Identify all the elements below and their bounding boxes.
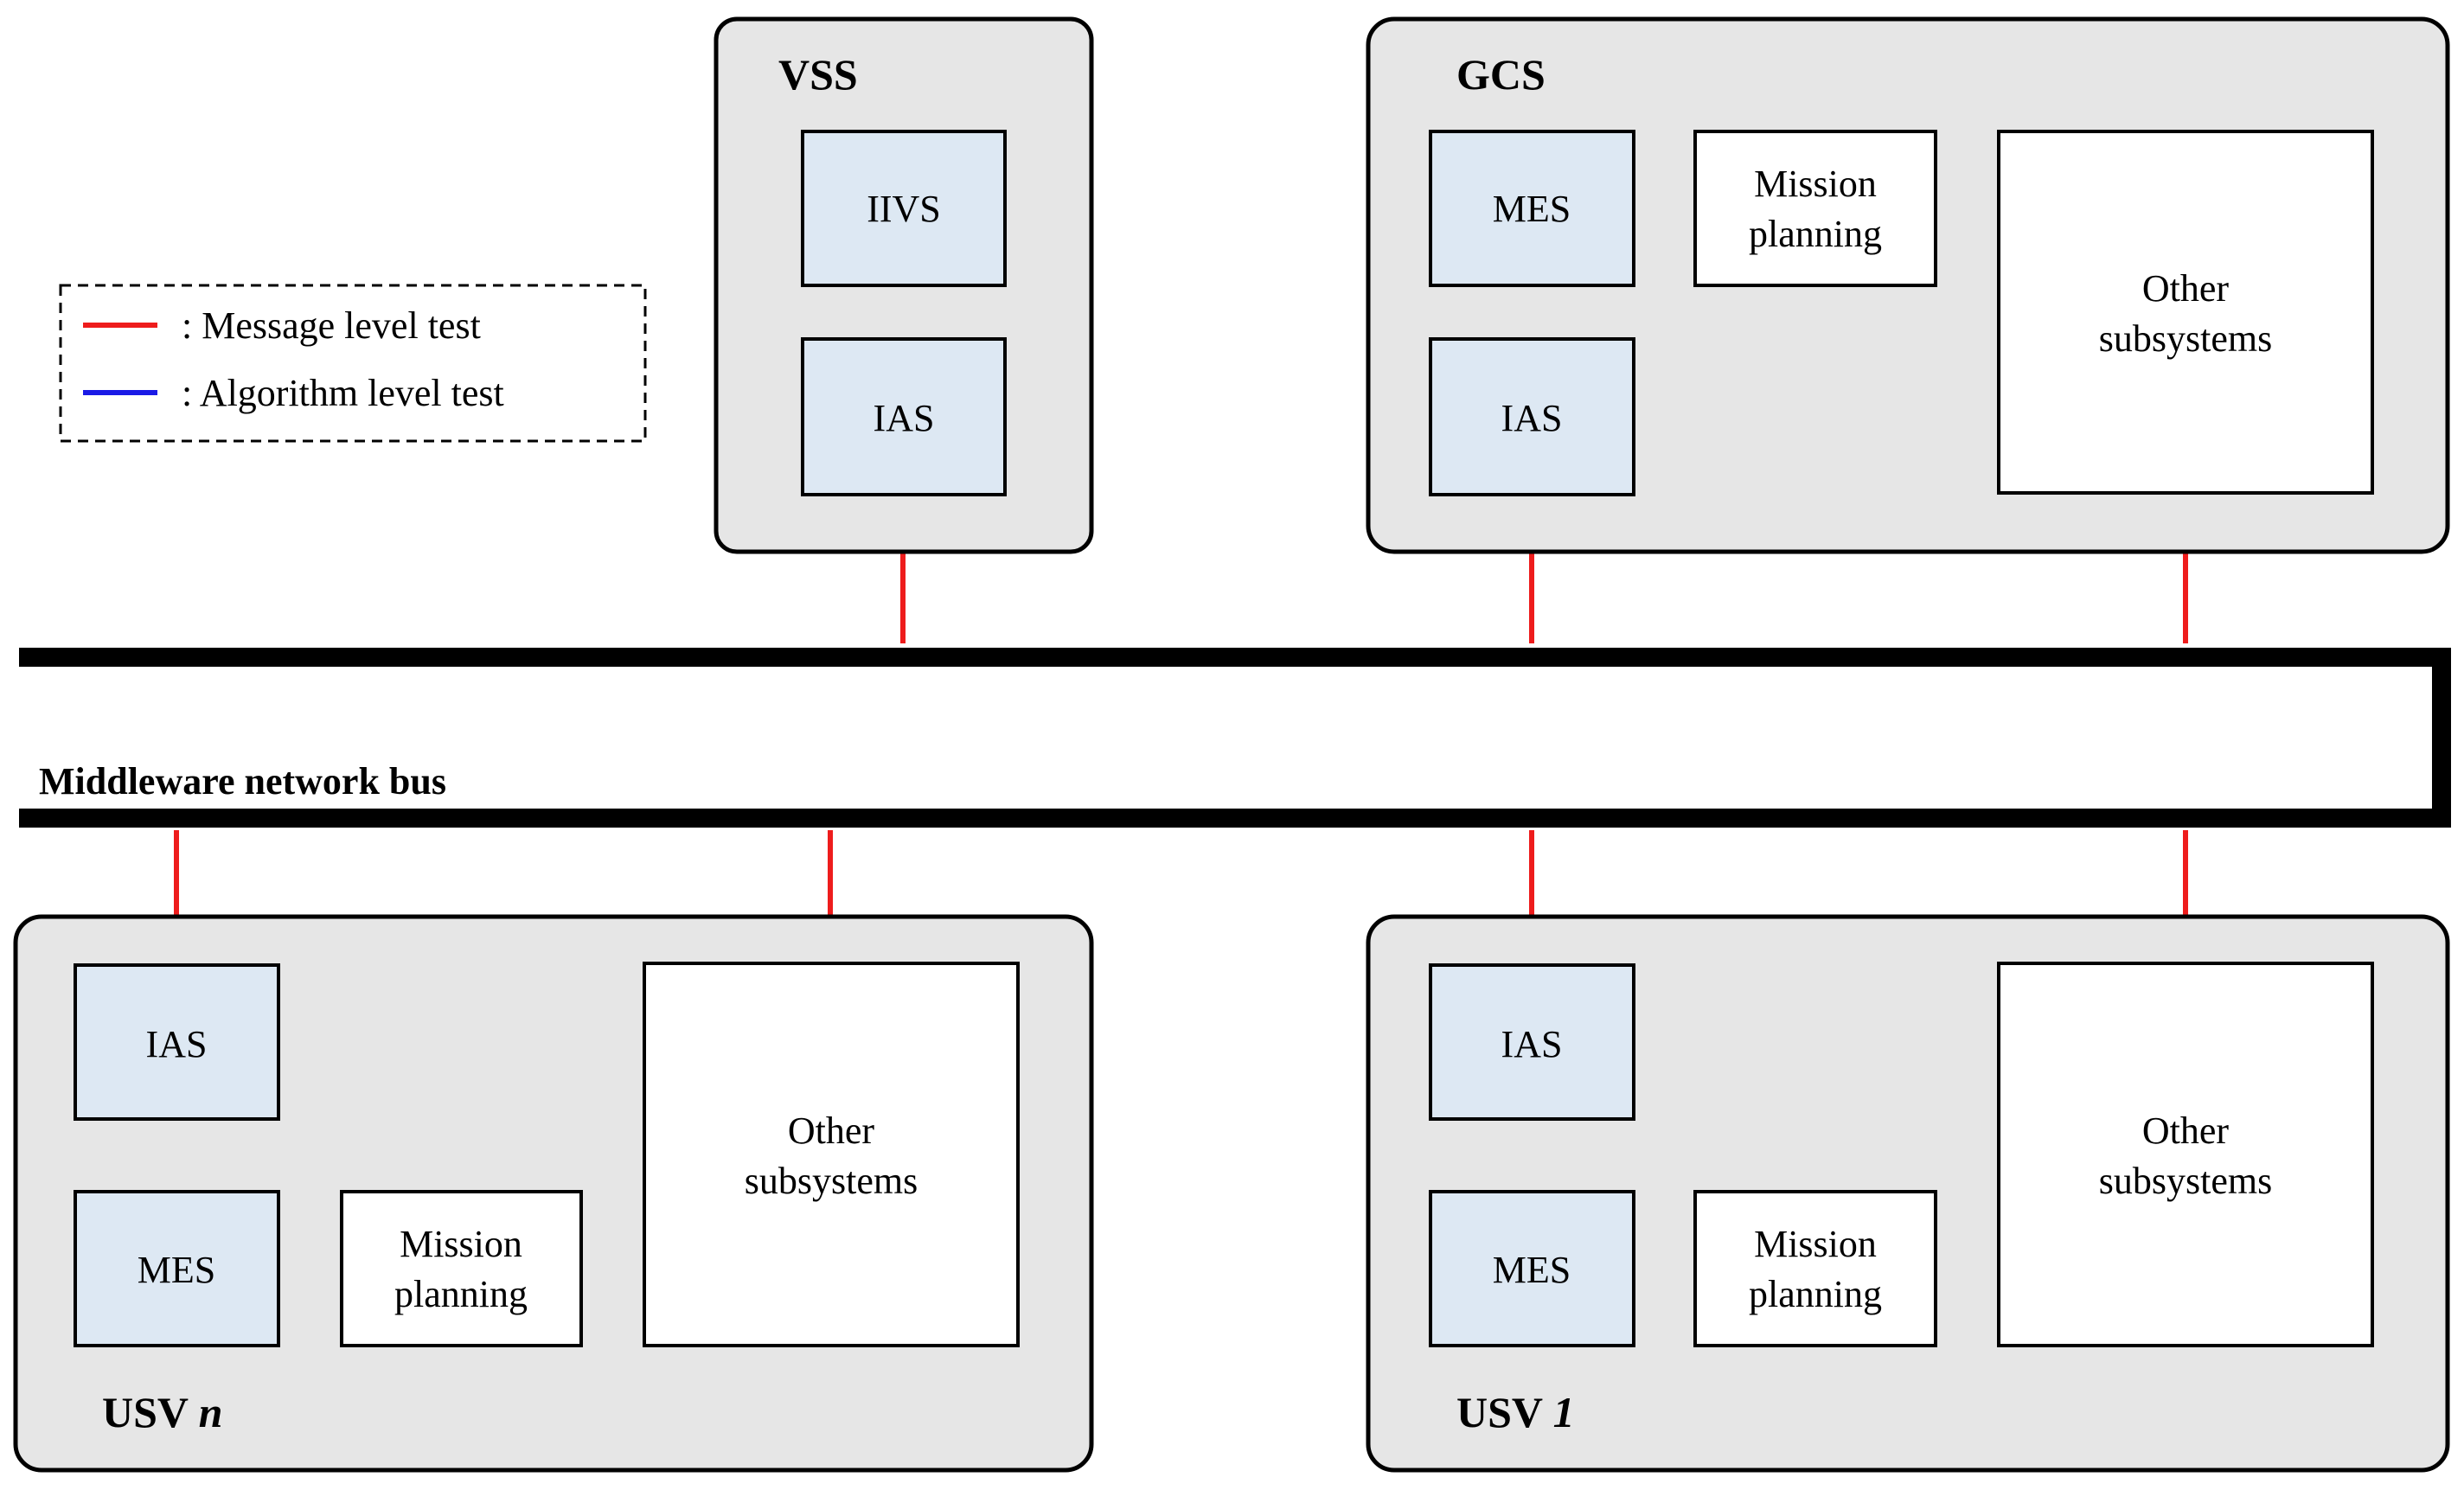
vss-ias-box: [801, 337, 1007, 496]
bus-outline: [19, 648, 2451, 828]
usv-n-mission-planning-box: [340, 1190, 583, 1347]
gcs-mes-box: [1429, 130, 1635, 287]
bus-label: Middleware network bus: [39, 760, 446, 803]
usv-1-other-subsystems-line2: subsystems: [2099, 1160, 2272, 1202]
usv-1-other-subsystems-box: [1997, 962, 2374, 1347]
legend: : Message level test : Algorithm level t…: [59, 284, 647, 443]
gcs-mes-label: MES: [1493, 188, 1571, 230]
gcs-group: GCS MES Mission planning IAS Other subsy…: [1366, 16, 2450, 554]
usv-n-index: n: [199, 1388, 223, 1436]
legend-message-label: : Message level test: [182, 304, 481, 347]
usv-1-group: USV 1 IAS MES Mission planning Other sub…: [1366, 914, 2450, 1473]
usv-n-other-subsystems-box: [643, 962, 1020, 1347]
usv-1-mission-planning-box: [1693, 1190, 1937, 1347]
usv-1-ias-label: IAS: [1501, 1023, 1563, 1065]
iivs-box: [801, 130, 1007, 287]
usv-1-other-subsystems-line1: Other: [2142, 1110, 2230, 1152]
gcs-other-subsystems-line1: Other: [2142, 267, 2230, 310]
legend-border: [59, 284, 647, 443]
gcs-ias-box: [1429, 337, 1635, 496]
usv-1-mes-box: [1429, 1190, 1635, 1347]
usv-n-title: USV n: [102, 1388, 222, 1436]
gcs-title: GCS: [1456, 50, 1546, 99]
usv-n-mission-planning-line1: Mission: [400, 1223, 522, 1265]
usv-n-ias-box: [74, 963, 280, 1121]
vss-group: VSS IIVS IAS: [714, 16, 1094, 554]
gcs-ias-label: IAS: [1501, 397, 1563, 439]
gcs-other-subsystems-line2: subsystems: [2099, 317, 2272, 360]
vss-ias-label: IAS: [874, 397, 935, 439]
usv-n-mission-planning-line2: planning: [394, 1273, 528, 1315]
usv-n-other-subsystems-line1: Other: [788, 1110, 875, 1152]
gcs-mission-planning-line2: planning: [1749, 213, 1882, 255]
legend-algorithm-label: : Algorithm level test: [182, 372, 504, 414]
usv-n-group: USV n IAS MES Mission planning Other sub…: [13, 914, 1094, 1473]
usv-n-other-subsystems-line2: subsystems: [745, 1160, 918, 1202]
gcs-mission-planning-line1: Mission: [1754, 163, 1877, 205]
usv-n-mes-label: MES: [138, 1249, 215, 1291]
usv-1-mission-planning-line1: Mission: [1754, 1223, 1877, 1265]
gcs-other-subsystems-box: [1997, 130, 2374, 495]
usv-1-mes-label: MES: [1493, 1249, 1571, 1291]
usv-1-mission-planning-line2: planning: [1749, 1273, 1882, 1315]
usv-n-ias-label: IAS: [146, 1023, 208, 1065]
gcs-mission-planning-box: [1693, 130, 1937, 287]
usv-n-mes-box: [74, 1190, 280, 1347]
middleware-network-bus: Middleware network bus: [19, 648, 2451, 828]
iivs-label: IIVS: [867, 188, 941, 230]
usv-1-title: USV 1: [1456, 1388, 1575, 1436]
vss-title: VSS: [778, 50, 858, 99]
usv-1-ias-box: [1429, 963, 1635, 1121]
usv-1-index: 1: [1553, 1388, 1575, 1436]
